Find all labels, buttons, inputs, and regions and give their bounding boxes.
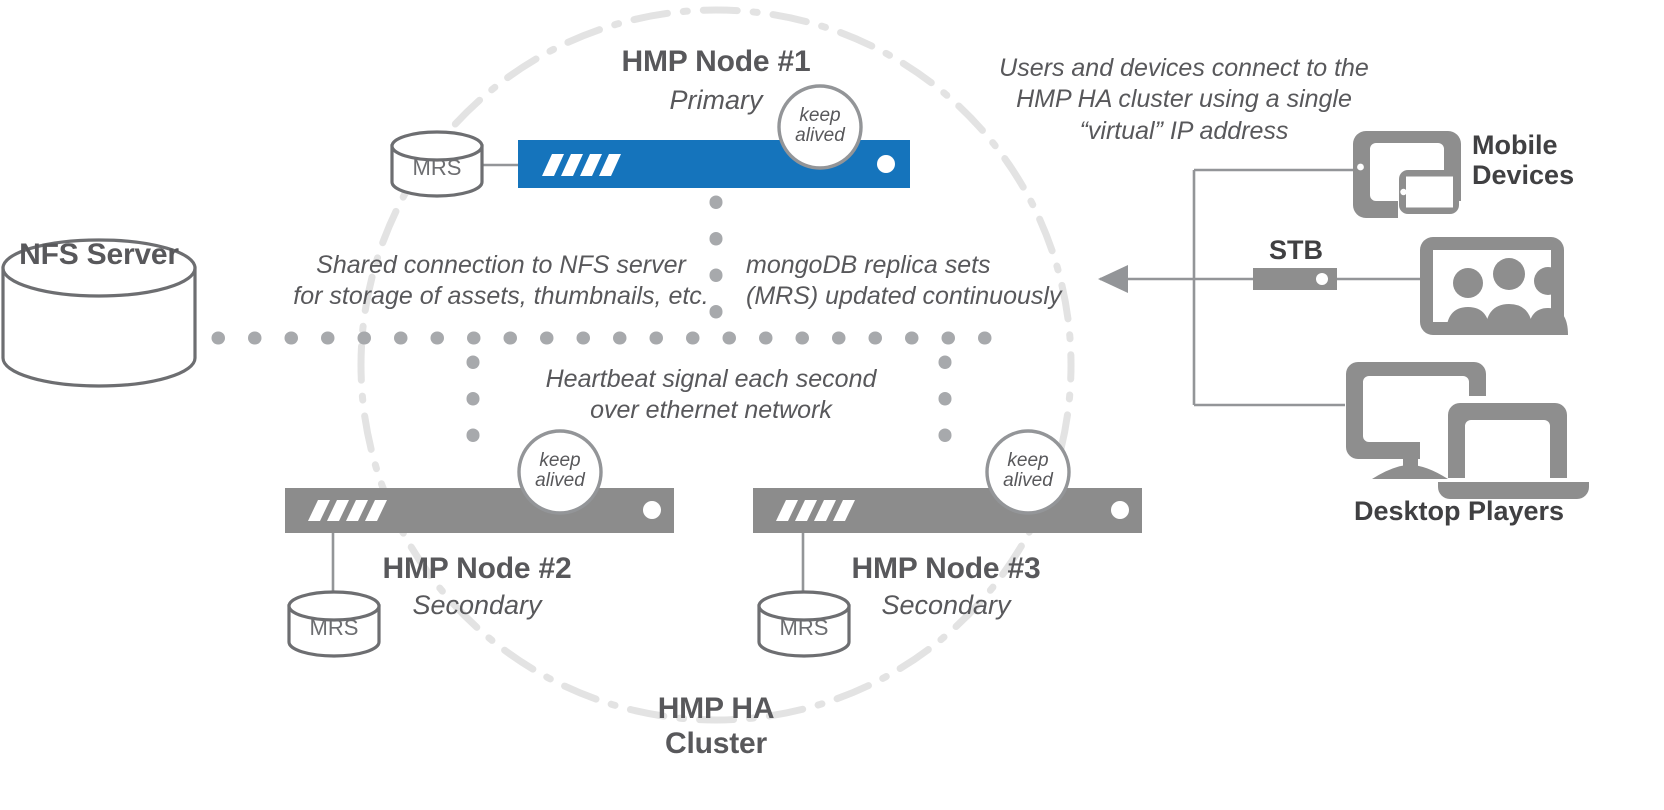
client-network-bus-lines [1098, 168, 1420, 407]
node2-keepalived-label: keep alived [535, 451, 585, 491]
ha-cluster-label-line1: HMP HA [657, 692, 775, 725]
mobile-devices-label-line1: Mobile [1472, 130, 1558, 160]
ha-cluster-label-line2: Cluster [665, 726, 767, 760]
node1-keepalived-badge-icon [777, 84, 863, 170]
ha-cluster-boundary-circle [357, 6, 1075, 724]
virtual-ip-arrow-head [1098, 265, 1128, 293]
node1-mrs-label: MRS [412, 155, 462, 180]
node2-keepalived-line2: alived [535, 469, 585, 491]
node3-keepalived-badge-icon [985, 429, 1071, 515]
nfs-shared-connection-note: Shared connection to NFS server for stor… [293, 250, 708, 313]
node1-mrs-cylinder-icon [390, 130, 484, 198]
hmp-node-1-title: HMP Node #1 [621, 45, 811, 78]
hmp-node-2-title: HMP Node #2 [382, 552, 572, 585]
node3-keepalived-line1: keep [1007, 450, 1049, 471]
set-top-box-icon [1253, 268, 1337, 290]
mobile-devices-label-line2: Devices [1472, 159, 1575, 190]
virtual-ip-note-line-3: “virtual” IP address [1079, 116, 1289, 145]
mongo-note-line-2: (MRS) updated continuously [746, 282, 1062, 311]
monitor-laptop-icon [1346, 362, 1589, 499]
nfs-server-label: NFS Server [19, 238, 179, 271]
node3-keepalived-line2: alived [1003, 469, 1053, 491]
nfs-note-line-2: for storage of assets, thumbnails, etc. [293, 282, 709, 311]
hmp-node-3-role: Secondary [881, 590, 1011, 620]
node1-keepalived-line1: keep [799, 105, 841, 126]
node1-keepalived-label: keep alived [795, 106, 845, 146]
hmp-node-1-role: Primary [669, 85, 763, 115]
virtual-ip-note: Users and devices connect to the HMP HA … [999, 53, 1369, 147]
hmp-node-3-server-bar[interactable] [753, 488, 1142, 533]
hmp-node-2-role: Secondary [412, 590, 542, 620]
node3-mrs-cylinder-icon [757, 590, 851, 658]
virtual-ip-note-line-2: HMP HA cluster using a single [1016, 85, 1352, 114]
node1-keepalived-line2: alived [795, 124, 845, 146]
heartbeat-note-line-1: Heartbeat signal each second [545, 365, 877, 393]
hmp-node-3-title: HMP Node #3 [851, 552, 1041, 585]
node3-keepalived-label: keep alived [1003, 451, 1053, 491]
node2-keepalived-badge-icon [517, 429, 603, 515]
node2-mrs-cylinder-icon [287, 590, 381, 658]
mobile-devices-icon [1353, 131, 1461, 218]
heartbeat-note-line-2: over ethernet network [590, 396, 832, 425]
tv-viewers-icon [1420, 237, 1568, 335]
node3-mrs-label: MRS [779, 615, 829, 640]
mongo-note-line-1: mongoDB replica sets [746, 251, 991, 279]
virtual-ip-note-line-1: Users and devices connect to the [999, 54, 1369, 82]
nfs-note-line-1: Shared connection to NFS server [316, 251, 686, 279]
node2-mrs-label: MRS [309, 615, 359, 640]
ha-cluster-label: HMP HA Cluster [658, 692, 775, 762]
mongodb-replica-note: mongoDB replica sets (MRS) updated conti… [746, 250, 1061, 313]
nfs-server-cylinder-icon [1, 238, 197, 388]
desktop-players-label: Desktop Players [1353, 496, 1565, 526]
mobile-devices-label: Mobile Devices [1472, 130, 1575, 190]
node2-keepalived-line1: keep [539, 450, 581, 471]
hmp-node-2-server-bar[interactable] [285, 488, 674, 533]
heartbeat-note: Heartbeat signal each second over ethern… [546, 364, 877, 427]
stb-label: STB [1269, 235, 1323, 265]
